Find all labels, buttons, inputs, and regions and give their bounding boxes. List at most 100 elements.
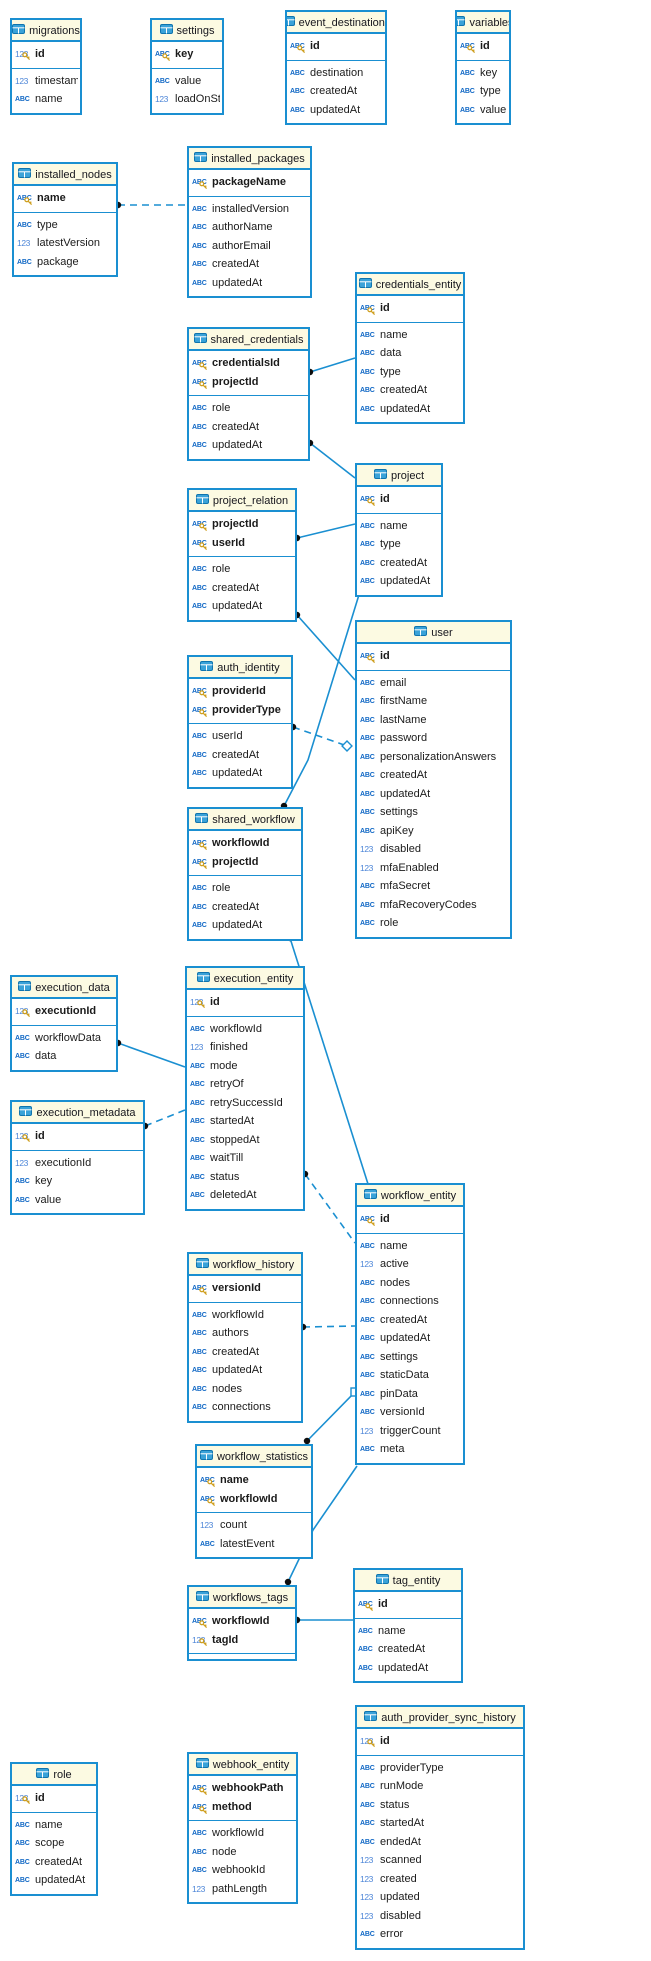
table-icon [19,1106,33,1119]
table-header[interactable]: event_destinations [287,12,385,34]
numeric-type-icon: 123 [360,1873,373,1884]
table-header[interactable]: workflow_statistics [197,1446,311,1468]
table-header[interactable]: shared_workflow [189,809,301,831]
numeric-type-icon: 123 [360,1425,373,1436]
table-header[interactable]: workflow_entity [357,1185,463,1207]
table-variables[interactable]: variablesABCidABCkeyABCtypeABCvalue [455,10,511,125]
column-name: createdAt [310,85,358,98]
table-title: execution_entity [213,972,294,985]
table-header[interactable]: execution_entity [187,968,303,990]
table-header[interactable]: workflows_tags [189,1587,295,1609]
column-name: createdAt [378,1643,426,1656]
table-header[interactable]: execution_metadata [12,1102,143,1124]
column-name: updatedAt [380,402,431,415]
numeric-type-icon: 123 [17,238,30,249]
table-header[interactable]: workflow_history [189,1254,301,1276]
table-header[interactable]: auth_provider_sync_history [357,1707,523,1729]
relationship-execution_entity-workflow_entity [304,1173,356,1244]
table-header[interactable]: shared_credentials [189,329,308,351]
column-name: updatedAt [212,767,263,780]
table-header[interactable]: auth_identity [189,657,291,679]
table-icon [373,469,387,482]
table-header[interactable]: project_relation [189,490,295,512]
column-name: firstName [380,695,428,708]
table-header[interactable]: tag_entity [355,1570,461,1592]
text-type-icon-with-key: ABC [200,1494,217,1506]
column-loadOnStartup: 123loadOnStartup [155,90,220,109]
table-header[interactable]: migrations [12,20,80,42]
table-icon [195,813,209,826]
text-type-icon: ABC [460,69,475,77]
table-header[interactable]: installed_nodes [14,164,116,186]
table-header[interactable]: project [357,465,441,487]
table-header[interactable]: execution_data [12,977,116,999]
column-name: name [37,192,66,205]
column-name: name [380,1239,408,1252]
text-type-icon: ABC [190,1099,205,1107]
column-name: lastName [380,713,427,726]
table-header[interactable]: settings [152,20,222,42]
numeric-type-icon-with-key: 123 [360,1736,376,1748]
text-type-icon-with-key: ABC [192,1783,209,1796]
table-icon [18,981,32,994]
column-name: name [380,328,408,341]
column-name: type [480,85,501,98]
column-name: updatedAt [380,1332,431,1345]
table-title: webhook_entity [212,1758,290,1771]
text-type-icon: ABC [360,1446,375,1454]
text-type-icon-with-key: ABC [155,49,172,62]
table-header[interactable]: user [357,622,510,644]
table-migrations[interactable]: migrations123id123timestampABCname [10,18,82,115]
table-title: project_relation [212,494,289,507]
text-type-icon-with-key: ABC [360,303,377,316]
column-name: id [380,1735,390,1748]
table-settings[interactable]: settingsABCkeyABCvalue123loadOnStartup [150,18,224,115]
column-name: id [378,1598,388,1611]
table-header[interactable]: role [12,1764,96,1786]
table-header[interactable]: variables [457,12,509,34]
table-header[interactable]: installed_packages [189,148,310,170]
text-type-icon: ABC [360,772,375,780]
table-header[interactable]: webhook_entity [189,1754,296,1776]
relationship-auth_identity-user [292,726,348,747]
text-type-icon-with-key: ABC [360,494,377,507]
column-name: waitTill [210,1152,244,1165]
column-name: active [380,1258,409,1271]
table-header[interactable]: credentials_entity [357,274,463,296]
